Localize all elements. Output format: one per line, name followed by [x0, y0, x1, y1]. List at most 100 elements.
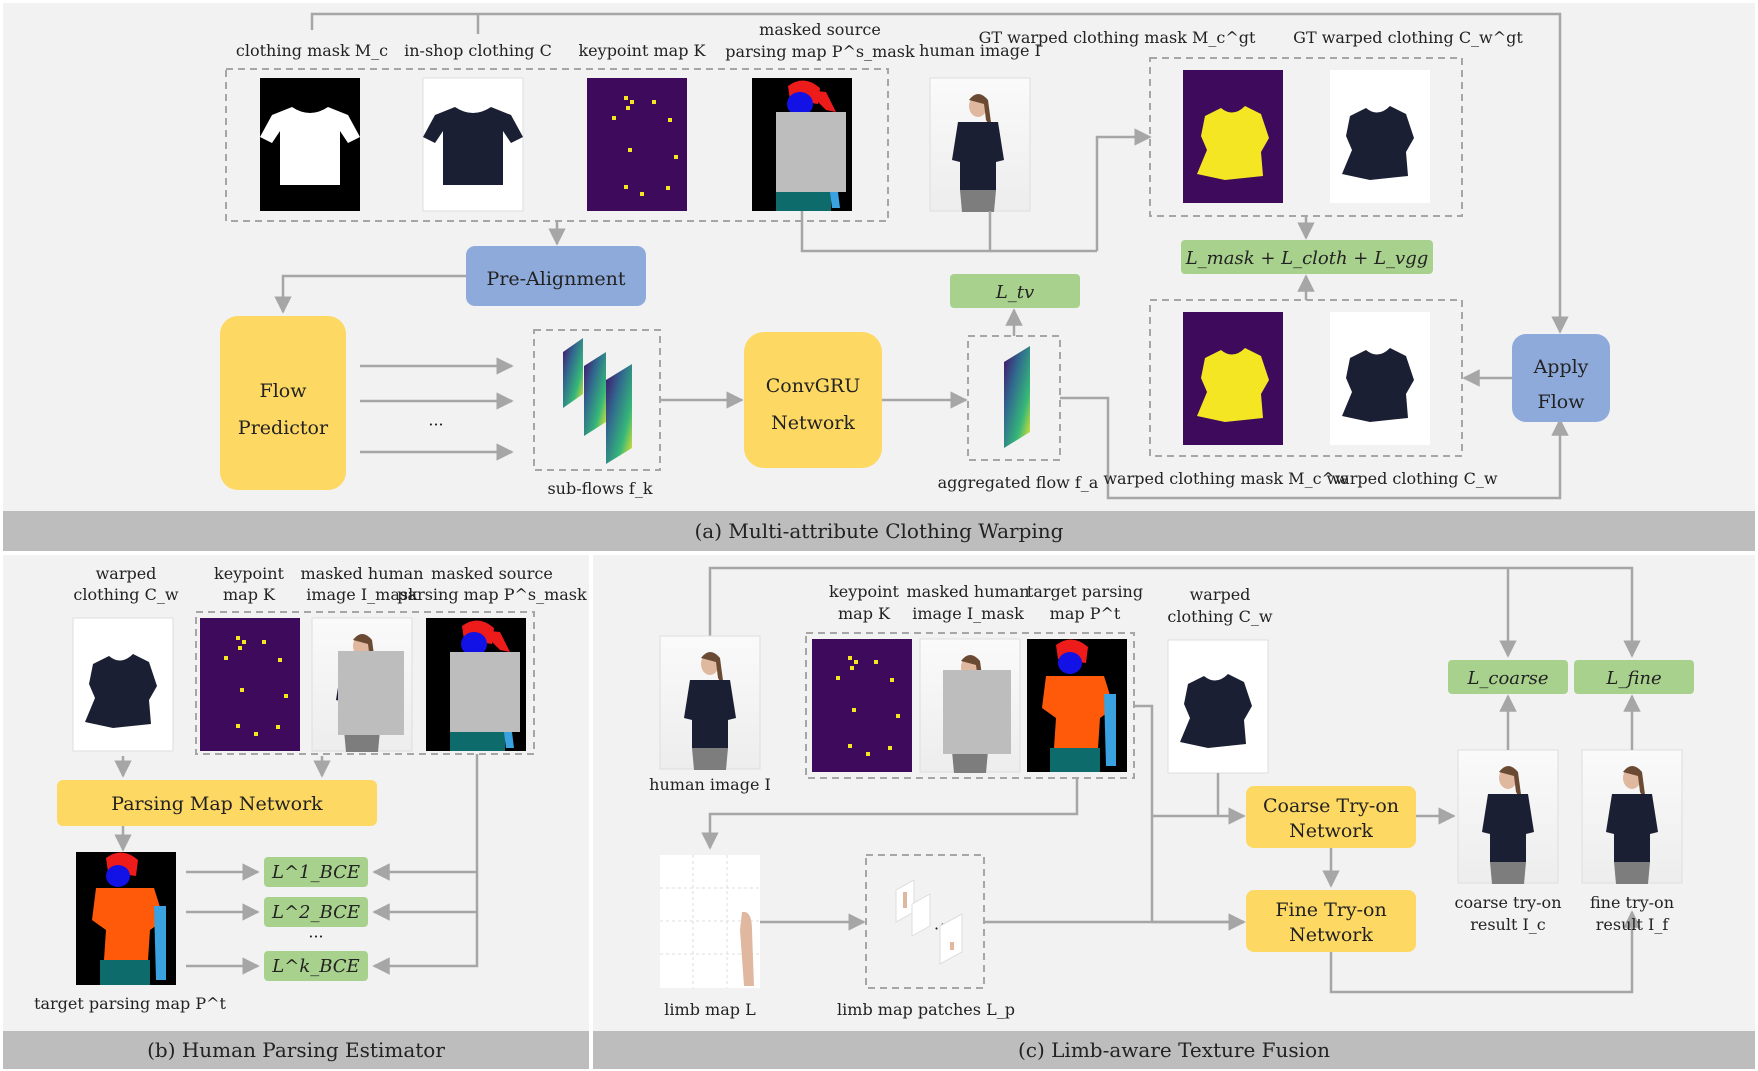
fine-network-label-1: Fine Try-on: [1275, 899, 1386, 921]
b-label-warped-2: clothing C_w: [73, 585, 178, 604]
connector-parsing-human: [800, 211, 992, 253]
label-keypoint-map: keypoint map K: [578, 41, 706, 60]
b-masked-human-image: [311, 617, 413, 752]
apply-flow-label-2: Flow: [1538, 391, 1586, 413]
c-keypoint-image: [812, 639, 912, 772]
label-human-image: human image I: [919, 41, 1041, 60]
label-masked-source-1: masked source: [759, 20, 881, 39]
c-limb-map-image: [660, 855, 760, 988]
b-label-target-parsing: target parsing map P^t: [34, 994, 226, 1013]
c-label-keypoint-1: keypoint: [829, 582, 900, 601]
flow-predictor-box: [220, 316, 346, 490]
aggregated-flow-image: [1004, 346, 1030, 448]
convgru-label-1: ConvGRU: [766, 375, 860, 397]
c-connector-inputs-vertical: [1134, 704, 1154, 922]
panel-a-caption: (a) Multi-attribute Clothing Warping: [695, 519, 1064, 543]
label-inshop-clothing: in-shop clothing C: [404, 41, 552, 60]
convgru-label-2: Network: [771, 412, 855, 434]
loss-tv: L_tv: [995, 282, 1034, 303]
loss-coarse-box: [1448, 660, 1568, 694]
parsing-network-box: [57, 780, 377, 826]
flow-predictor-label-2: Predictor: [238, 417, 329, 439]
pre-alignment-box: [466, 246, 646, 306]
warped-group: [1149, 299, 1463, 457]
loss-bcek: L^k_BCE: [271, 956, 359, 977]
panel-a: clothing mask M_c in-shop clothing C key…: [220, 12, 1610, 500]
panel-c-caption: (c) Limb-aware Texture Fusion: [1018, 1038, 1330, 1062]
b-arrow-src-to-bcek: [372, 754, 479, 975]
label-clothing-mask: clothing mask M_c: [236, 41, 388, 60]
b-inputs-group: [195, 611, 535, 755]
b-label-masked-source-1: masked source: [431, 564, 553, 583]
inshop-clothing-image: [422, 77, 524, 212]
human-image-a: [929, 77, 1031, 212]
b-target-parsing-image: [76, 852, 176, 985]
panel-c-caption-bar: [593, 1031, 1755, 1069]
loss-tv-box: [950, 274, 1080, 308]
loss-bce2: L^2_BCE: [271, 902, 360, 923]
c-label-coarse-result-2: result I_c: [1470, 915, 1546, 934]
apply-flow-label-1: Apply: [1533, 356, 1589, 378]
c-limb-patches-image: · ·: [895, 879, 963, 965]
parsing-network-label: Parsing Map Network: [111, 793, 323, 815]
coarse-network-label-1: Coarse Try-on: [1263, 795, 1399, 817]
b-bce-dots: ···: [308, 927, 323, 946]
loss-fine: L_fine: [1605, 668, 1661, 689]
coarse-network-label-2: Network: [1289, 820, 1373, 842]
c-fine-result-image: [1581, 749, 1683, 884]
flow-dots: ···: [428, 415, 443, 434]
loss-bce1: L^1_BCE: [271, 862, 360, 883]
b-label-warped-1: warped: [96, 564, 157, 583]
masked-source-parsing-image: [752, 78, 852, 211]
c-label-coarse-result-1: coarse try-on: [1454, 893, 1561, 912]
keypoint-map-image: [587, 78, 687, 211]
panel-b: warped clothing C_w keypoint map K maske…: [34, 564, 587, 1013]
label-aggregated: aggregated flow f_a: [938, 473, 1099, 492]
label-masked-source-2: parsing map P^s_mask: [725, 42, 915, 61]
loss-coarse: L_coarse: [1466, 668, 1548, 689]
b-label-masked-source-2: parsing map P^s_mask: [397, 585, 587, 604]
c-warped-cloth-image: [1167, 639, 1269, 774]
arrow-prealign-to-flow: [274, 274, 466, 314]
label-gt-cloth: GT warped clothing C_w^gt: [1293, 28, 1523, 47]
loss-bce2-box: [264, 897, 368, 927]
loss-fine-box: [1574, 660, 1694, 694]
c-arrow-top-to-fine-loss: [708, 566, 1641, 658]
c-label-limb-map: limb map L: [664, 1000, 756, 1019]
label-warped-mask: warped clothing mask M_c^w: [1103, 469, 1349, 488]
subflow-3: [606, 364, 632, 464]
subflow-2: [584, 352, 606, 436]
c-label-masked-human-2: image I_mask: [912, 604, 1024, 623]
loss-mask-cloth-vgg: L_mask + L_cloth + L_vgg: [1185, 248, 1429, 269]
fine-network-box: [1246, 890, 1416, 952]
subflow-1: [563, 338, 583, 408]
gt-cloth-image: [1330, 70, 1430, 203]
coarse-network-box: [1246, 786, 1416, 848]
panel-b-caption: (b) Human Parsing Estimator: [147, 1038, 445, 1062]
panel-a-caption-bar: [3, 511, 1755, 551]
c-label-masked-human-1: masked human: [906, 582, 1029, 601]
warped-cloth-image: [1330, 312, 1430, 445]
c-label-limb-patches: limb map patches L_p: [837, 1000, 1015, 1019]
c-label-fine-result-2: result I_f: [1596, 915, 1670, 934]
panel-b-caption-bar: [3, 1031, 589, 1069]
c-label-target-parsing-1: target parsing: [1027, 582, 1143, 601]
c-label-keypoint-2: map K: [838, 604, 891, 623]
gt-mask-image: [1183, 70, 1283, 203]
label-subflows: sub-flows f_k: [547, 479, 652, 498]
c-label-human-image: human image I: [649, 775, 771, 794]
svg-text:·: ·: [934, 919, 939, 938]
c-label-warped-2: clothing C_w: [1167, 607, 1272, 626]
panel-c-bg: [593, 555, 1755, 1031]
b-masked-source-image: [426, 618, 526, 751]
c-coarse-result-image: [1457, 749, 1559, 884]
warped-mask-image: [1183, 312, 1283, 445]
c-arrow-parsing-to-limb: [701, 778, 1079, 850]
loss-mask-cloth-vgg-box: [1181, 240, 1433, 274]
apply-flow-box: [1512, 334, 1610, 422]
c-label-fine-result-1: fine try-on: [1590, 893, 1674, 912]
convgru-box: [744, 332, 882, 468]
c-label-warped-1: warped: [1190, 585, 1251, 604]
flow-predictor-label-1: Flow: [260, 380, 308, 402]
